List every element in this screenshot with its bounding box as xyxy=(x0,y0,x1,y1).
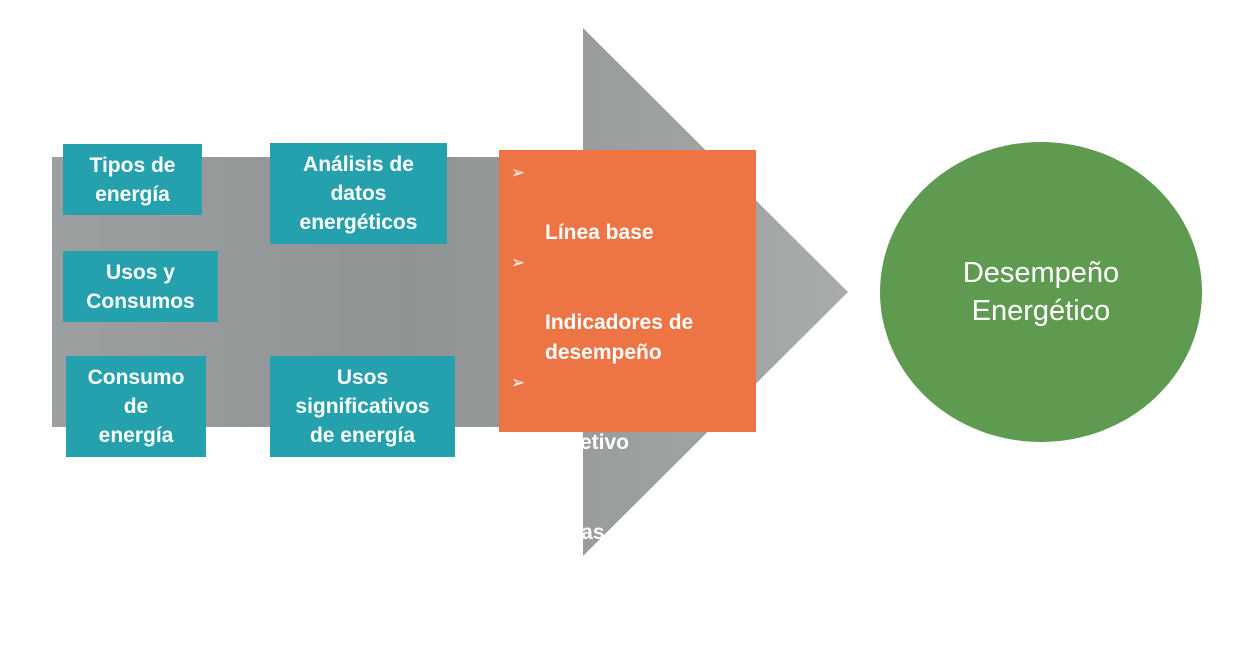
list-item-label: Metas xyxy=(545,521,605,544)
box-label: Análisis de datos energéticos xyxy=(299,153,418,234)
list-item-linea-base: ➢ Línea base xyxy=(511,158,748,248)
list-item-label: Objetivo xyxy=(545,431,630,454)
box-consumo-de-energia: Consumo de energía xyxy=(66,356,206,457)
list-item-planes: ➢ Planes de acción xyxy=(511,548,748,668)
box-label: Consumo de energía xyxy=(87,366,185,447)
result-label: Desempeño Energético xyxy=(962,257,1120,327)
arrowhead-bullet-icon: ➢ xyxy=(511,163,526,182)
list-item-indicadores: ➢ Indicadores de desempeño xyxy=(511,248,748,368)
box-usos-significativos: Usos significativos de energía xyxy=(270,356,455,457)
result-circle: Desempeño Energético xyxy=(880,142,1202,442)
arrowhead-bullet-icon: ➢ xyxy=(511,553,526,572)
list-item-label: Línea base xyxy=(545,221,654,244)
list-item-label: Indicadores de desempeño xyxy=(545,311,694,364)
box-label: Tipos de energía xyxy=(89,153,176,206)
box-analisis-de-datos: Análisis de datos energéticos xyxy=(270,143,447,244)
box-usos-y-consumos: Usos y Consumos xyxy=(63,251,218,322)
arrowhead-bullet-icon: ➢ xyxy=(511,373,526,392)
list-item-objetivo: ➢ Objetivo xyxy=(511,368,748,458)
arrowhead-bullet-icon: ➢ xyxy=(511,463,526,482)
list-item-label: Planes de acción xyxy=(545,611,644,664)
box-label: Usos significativos de energía xyxy=(295,366,430,447)
arrowhead-bullet-icon: ➢ xyxy=(511,253,526,272)
outputs-box: ➢ Línea base ➢ Indicadores de desempeño … xyxy=(499,150,756,664)
box-tipos-de-energia: Tipos de energía xyxy=(63,144,202,215)
box-label: Usos y Consumos xyxy=(86,260,195,313)
list-item-metas: ➢ Metas xyxy=(511,458,748,548)
